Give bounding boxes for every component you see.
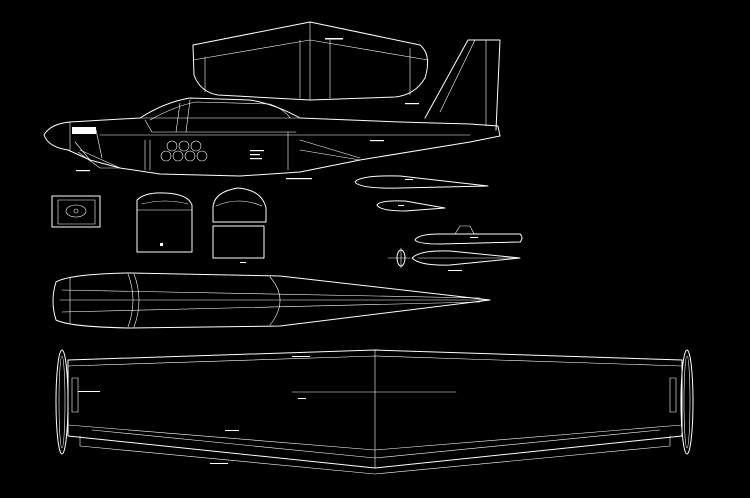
former-part-2 — [212, 187, 267, 263]
former-part-1 — [136, 192, 193, 253]
vertical-fin — [405, 39, 501, 131]
firewall-part — [51, 195, 101, 228]
airfoil-sections — [354, 175, 489, 212]
canopy-top-view — [192, 21, 429, 101]
fuselage-top-view — [52, 272, 491, 329]
wing-top-view — [55, 349, 694, 475]
fuselage-side-view — [43, 97, 501, 180]
stabilizer-profiles — [387, 225, 523, 271]
